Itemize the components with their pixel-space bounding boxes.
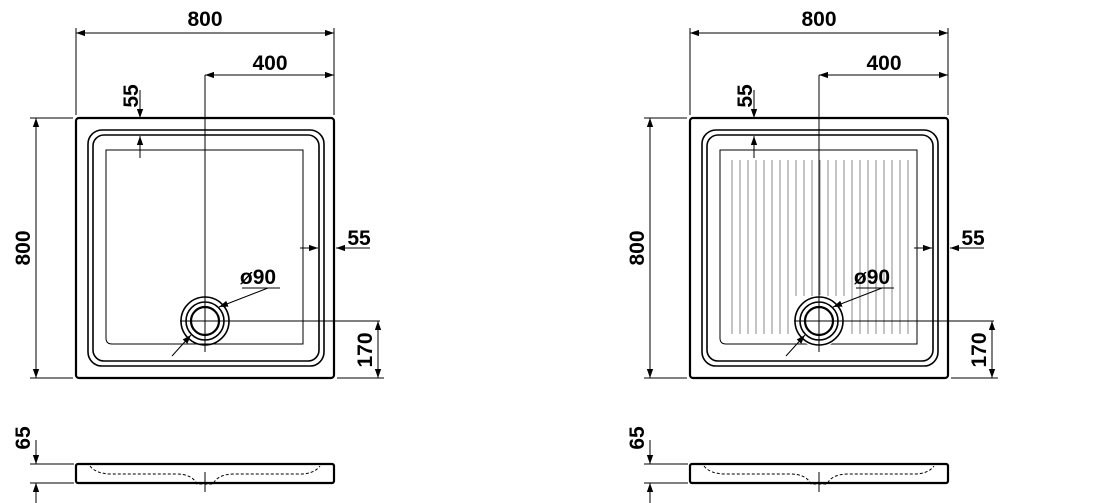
dim-label-width: 800 — [801, 8, 836, 31]
dim-label-width: 800 — [187, 8, 222, 31]
tray-rim-inner — [92, 134, 320, 362]
leader-line-drain — [171, 334, 192, 357]
anti-slip-grooves — [731, 160, 909, 334]
tray-side-view — [688, 462, 950, 492]
dim-label-rim-right: 55 — [347, 227, 371, 250]
dim-label-drain: ø90 — [854, 266, 890, 289]
dim-label-rim-top: 55 — [734, 84, 757, 108]
dim-label-half-width: 400 — [866, 52, 901, 75]
dim-label-rim-right: 55 — [961, 227, 985, 250]
tray-rim-inner — [706, 134, 934, 362]
tray-rim-outer — [87, 129, 325, 367]
leader-line-drain — [785, 334, 806, 357]
dim-label-half-width: 400 — [252, 52, 287, 75]
leader-line-drain — [832, 287, 883, 308]
tray-floor — [719, 149, 918, 345]
dim-label-drain: ø90 — [240, 266, 276, 289]
tray-drawing-plain: 800 400 55 55 800 ø90 170 — [12, 8, 384, 503]
tray-side-view — [74, 462, 336, 492]
leader-line-drain — [218, 287, 269, 308]
dim-label-drain-offset: 170 — [354, 332, 377, 367]
tray-floor — [105, 149, 304, 345]
dim-label-tray-height: 65 — [12, 426, 35, 450]
dim-label-drain-offset: 170 — [968, 332, 991, 367]
dim-label-rim-top: 55 — [120, 84, 143, 108]
dim-label-tray-height: 65 — [626, 426, 649, 450]
dim-label-height: 800 — [12, 230, 35, 265]
dim-label-height: 800 — [626, 230, 649, 265]
tray-drawing-grooved: 800 400 55 55 800 ø90 170 65 — [626, 8, 998, 503]
tray-rim-outer — [701, 129, 939, 367]
